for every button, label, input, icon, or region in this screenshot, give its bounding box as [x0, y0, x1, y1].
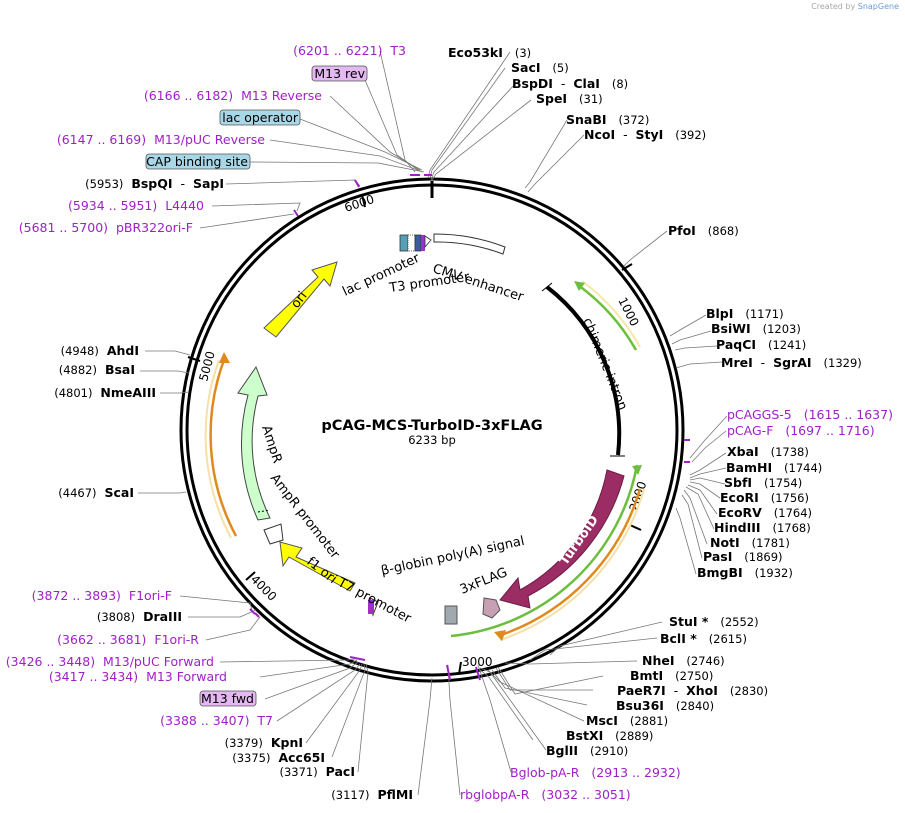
- tick-5000: [187, 356, 201, 362]
- enzyme-site-ecorv: EcoRV (1764): [718, 505, 812, 520]
- primer-site-m13-fwd: M13 fwd: [201, 691, 254, 706]
- ampr-feature: [237, 365, 271, 521]
- t7-promoter-label: T7 promoter: [334, 575, 414, 627]
- watermark: Created by SnapGene: [811, 2, 899, 11]
- lac-promoter-feature: [399, 234, 409, 252]
- enzyme-site-ahdi: (4948) AhdI: [61, 343, 139, 358]
- site-labels: (6201 .. 6221) T3 M13 rev (6166 .. 6182) M…: [6, 43, 893, 802]
- enzyme-site-pfoi: PfoI (868): [668, 223, 739, 238]
- enzyme-site-snabi: SnaBI (372): [566, 112, 649, 127]
- 3xflag-feature: [482, 597, 501, 619]
- primer-site-m13-puc-forward: (3426 .. 3448) M13/pUC Forward: [6, 654, 214, 669]
- primer-site-t7: (3388 .. 3407) T7: [160, 713, 273, 728]
- ampr-promoter-feature: [263, 523, 284, 545]
- ampr-label: AmpR: [258, 424, 284, 466]
- enzyme-site-pasi: PasI (1869): [703, 549, 783, 564]
- enzyme-site-xbai: XbaI (1738): [727, 444, 809, 459]
- enzyme-site-bglii: BglII (2910): [546, 743, 628, 758]
- ampr-promoter-label: AmpR promoter: [267, 471, 343, 562]
- tick-2000: [629, 524, 642, 531]
- primer-site-lac-operator: lac operator: [222, 110, 299, 125]
- enzyme-site-hindiii: HindIII (1768): [714, 520, 811, 535]
- primer-site-l4440: (5934 .. 5951) L4440: [68, 198, 204, 213]
- enzyme-site-paqci: PaqCI (1241): [716, 337, 806, 352]
- enzyme-site-pflmi: (3117) PflMI: [331, 787, 413, 802]
- enzyme-site-acc65i: (3375) Acc65I: [232, 750, 325, 765]
- primer-site-pbr322ori-f: (5681 .. 5700) pBR322ori-F: [19, 220, 193, 235]
- enzyme-site-bstxi: BstXI (2889): [566, 728, 653, 743]
- primer-site-t3: (6201 .. 6221) T3: [293, 43, 406, 58]
- enzyme-site-bcli: BclI * (2615): [660, 631, 747, 646]
- primer-site-rbglobpa-r: rbglobpA-R (3032 .. 3051): [460, 787, 631, 802]
- enzyme-site-scai: (4467) ScaI: [58, 485, 134, 500]
- enzyme-site-nmeaiii: (4801) NmeAIII: [54, 385, 156, 400]
- 3xflag-label: 3xFLAG: [458, 565, 510, 598]
- tick-marks: [187, 181, 642, 675]
- primer-site-m13-reverse: (6166 .. 6182) M13 Reverse: [144, 88, 322, 103]
- primer-site-pcag-f: pCAG-F (1697 .. 1716): [727, 423, 875, 438]
- label-boxes: [145, 65, 368, 707]
- enzyme-site-bsiwi: BsiWI (1203): [711, 321, 801, 336]
- enzyme-site-msci: MscI (2881): [586, 713, 668, 728]
- enzyme-site-bsai: (4882) BsaI: [59, 362, 135, 377]
- enzyme-site-eco53ki: Eco53kI (3): [448, 45, 531, 60]
- enzyme-site-draiii: (3808) DraIII: [97, 609, 182, 624]
- enzyme-site-ecori: EcoRI (1756): [720, 490, 809, 505]
- enzyme-site-spei: SpeI (31): [536, 91, 603, 106]
- enzyme-site-noti: NotI (1781): [710, 535, 790, 550]
- enzyme-site-kpni: (3379) KpnI: [225, 735, 303, 750]
- tick-1000: [621, 263, 633, 271]
- plasmid-name: pCAG-MCS-TurboID-3xFLAG: [321, 418, 542, 434]
- primer-site-bglob-pa-r: Bglob-pA-R (2913 .. 2932): [510, 765, 681, 780]
- cmv-enhancer-feature: [433, 233, 506, 255]
- f1-ori-feature: [279, 541, 356, 592]
- primer-site-f1ori-r: (3662 .. 3681) F1ori-R: [57, 632, 199, 647]
- enzyme-site-sbfi: SbfI (1754): [724, 475, 802, 490]
- turboid-feature: [499, 469, 625, 609]
- enzyme-site-bspdi: BspDI - ClaI (8): [512, 76, 628, 91]
- turboid-label: TurboID: [557, 513, 602, 568]
- tick-4000: [245, 571, 256, 581]
- leader-lines: [138, 50, 728, 796]
- primer-site-pcaggs-5: pCAGGS-5 (1615 .. 1637): [727, 407, 893, 422]
- tick-6000: [361, 194, 366, 208]
- t3-promoter-feature: [424, 235, 432, 249]
- tick-3000: [458, 661, 462, 675]
- tick-label-6000: 6000: [343, 192, 376, 215]
- enzyme-site-bspqi: (5953) BspQI - SapI: [85, 176, 224, 191]
- enzyme-site-bamhi: BamHI (1744): [726, 460, 822, 475]
- primer-site-m13-forward: (3417 .. 3434) M13 Forward: [49, 669, 227, 684]
- enzyme-site-stui: StuI * (2552): [669, 614, 759, 629]
- enzyme-site-bmti: BmtI (2750): [630, 668, 713, 683]
- primer-site-f1ori-f: (3872 .. 3893) F1ori-F: [32, 588, 172, 603]
- enzyme-site-paer7i: PaeR7I - XhoI (2830): [617, 683, 768, 698]
- enzyme-site-bsu36i: Bsu36I (2840): [616, 698, 714, 713]
- primer-site-cap-binding-site: CAP binding site: [146, 154, 248, 169]
- enzyme-site-bmgbi: BmgBI (1932): [697, 565, 793, 580]
- plasmid-size: 6233 bp: [408, 433, 456, 447]
- enzyme-site-saci: SacI (5): [511, 60, 569, 75]
- enzyme-site-paci: (3371) PacI: [279, 764, 355, 779]
- ori-feature: [263, 261, 338, 338]
- primer-site-m13-rev: M13 rev: [314, 66, 365, 81]
- tick-label-3000: 3000: [462, 655, 493, 669]
- enzyme-site-ncoi: NcoI - StyI (392): [584, 127, 706, 142]
- beta-globin-polya-feature: [444, 605, 458, 625]
- enzyme-site-blpi: BlpI (1171): [706, 306, 784, 321]
- enzyme-site-mrei: MreI - SgrAI (1329): [721, 355, 862, 370]
- chimeric-intron-feature: [545, 285, 622, 456]
- primer-site-m13-puc-reverse: (6147 .. 6169) M13/pUC Reverse: [57, 132, 265, 147]
- enzyme-site-nhei: NheI (2746): [642, 653, 725, 668]
